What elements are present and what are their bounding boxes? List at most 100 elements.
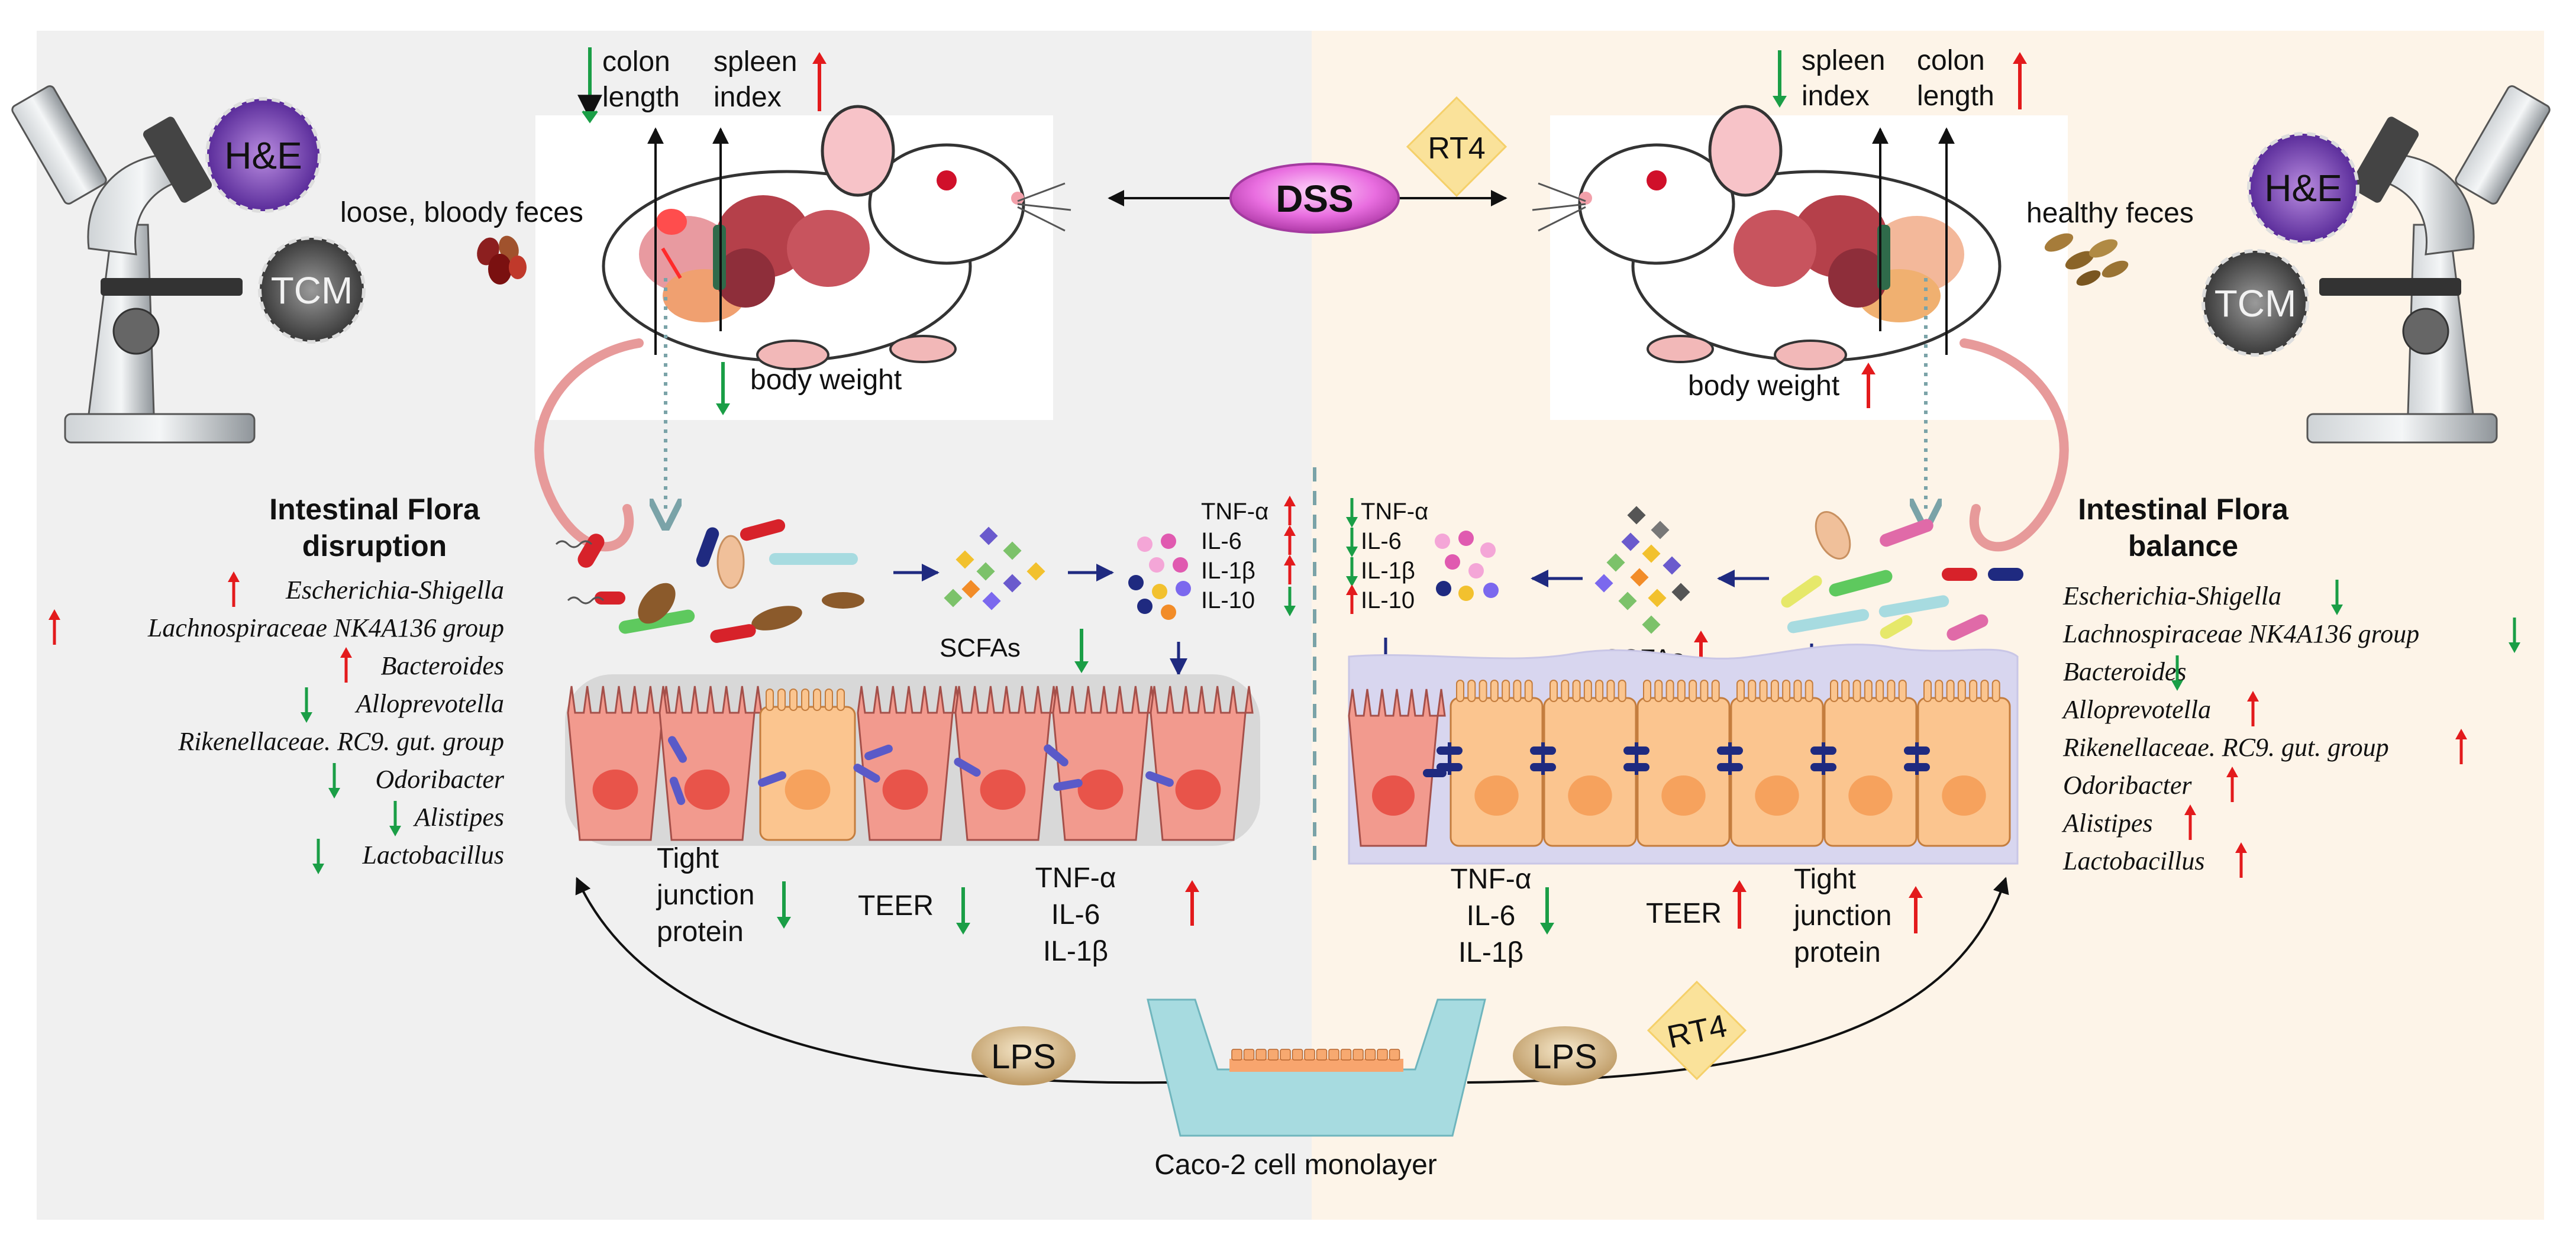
epithelial-cell-right: [1917, 680, 2011, 847]
cytokine-beads-right: [1435, 531, 1499, 601]
caco2-cell: [1243, 1049, 1255, 1061]
down-arrow-icon: [2171, 655, 2183, 691]
tcm-image-badge-left: TCM: [258, 236, 366, 344]
flora-item-right: Bacteroides: [2063, 657, 2187, 686]
cytokine-item-left: TNF-α: [1201, 499, 1268, 525]
lps-label-right: LPS: [1532, 1038, 1597, 1076]
down-arrow-icon: [1284, 587, 1296, 616]
up-arrow-icon: [228, 571, 240, 607]
he-label-left: H&E: [224, 134, 302, 177]
healthy-mouse-illustration: [1532, 105, 2069, 552]
flora-item-right: Rikenellaceae. RC9. gut. group: [2062, 733, 2389, 762]
flora-item-right: Alistipes: [2061, 809, 2153, 838]
tight-junction-icon: [669, 777, 686, 805]
up-arrow-icon: [1346, 584, 1358, 614]
flora-item-left: Rikenellaceae. RC9. gut. group: [177, 727, 504, 756]
down-arrow-icon: [312, 839, 324, 874]
epithelial-cell-right: [1636, 680, 1731, 847]
lps-chip-left: LPS: [971, 1026, 1076, 1085]
caco2-cell: [1280, 1049, 1291, 1061]
healthy-feces-icon: [2044, 233, 2129, 286]
cytokine-item-right: IL-1β: [1361, 558, 1415, 584]
tight-junction-icon: [853, 764, 880, 783]
cytokine-item-right: TNF-α: [1361, 499, 1428, 525]
teer-label-right: TEER: [1646, 898, 1722, 929]
caco2-transwell-icon: [1147, 998, 1486, 1137]
dss-pill: DSS: [1229, 163, 1400, 234]
microscope-left-icon: [11, 85, 256, 444]
caco2-cell: [1389, 1049, 1400, 1061]
flora-item-left: Escherichia-Shigella: [285, 576, 504, 605]
tight-junction-icon: [1044, 744, 1069, 767]
epithelial-cell-left: [759, 689, 856, 841]
epithelial-cell-right: [1730, 680, 1824, 847]
cytokine-item-left: IL-10: [1201, 587, 1255, 613]
caco2-cell: [1267, 1049, 1279, 1061]
scfa-label-left: SCFAs: [940, 634, 1021, 662]
tight-junction-icon: [668, 736, 687, 763]
caco2-cell: [1377, 1049, 1388, 1061]
body-weight-label-right: body weight: [1688, 370, 1839, 402]
up-arrow-icon: [2455, 729, 2467, 764]
caco2-cell: [1328, 1049, 1339, 1061]
cytokine-beads-left: [1128, 534, 1191, 620]
caco2-monolayer-label: Caco-2 cell monolayer: [1154, 1149, 1437, 1181]
he-stain-badge-left: H&E: [205, 97, 321, 213]
epithelial-cell-right: [1348, 689, 1446, 847]
cytokine-item-left: IL-6: [1201, 528, 1242, 554]
epithelial-cell-left: [567, 686, 671, 841]
tight-junction-icon: [758, 771, 786, 787]
caco2-cell: [1255, 1049, 1267, 1061]
rt4-treatment-badge-top: RT4: [1406, 96, 1507, 198]
microscope-right-icon: [2306, 85, 2551, 444]
caco2-cell: [1231, 1049, 1242, 1061]
flora-item-left: Bacteroides: [380, 651, 504, 680]
up-arrow-icon: [49, 609, 60, 645]
flora-item-right: Alloprevotella: [2061, 695, 2211, 724]
cytokine-item-right: IL-10: [1361, 587, 1415, 613]
cytokine-item-left: IL-1β: [1201, 558, 1255, 584]
cytokine-item-right: IL-6: [1361, 528, 1402, 554]
bacteria-cluster-right: [1781, 510, 2023, 641]
epithelial-cell-left: [1052, 686, 1156, 841]
flora-item-right: Lactobacillus: [2062, 846, 2205, 875]
up-arrow-icon: [2235, 842, 2247, 878]
up-arrow-icon: [1284, 555, 1296, 584]
flora-item-left: Alloprevotella: [354, 689, 504, 718]
healthy-feces-label: healthy feces: [2026, 198, 2194, 229]
down-arrow-icon: [328, 763, 340, 799]
tcm-image-badge-right: TCM: [2201, 249, 2309, 357]
he-stain-badge-right: H&E: [2247, 132, 2359, 244]
caco2-cell: [1316, 1049, 1328, 1061]
caco2-cell: [1340, 1049, 1352, 1061]
flora-item-right: Odoribacter: [2063, 771, 2192, 800]
rt4-label-top: RT4: [1428, 131, 1485, 166]
epithelial-cell-left: [954, 686, 1058, 841]
caco2-cell: [1364, 1049, 1376, 1061]
bacteria-cluster-left: [555, 519, 864, 643]
up-arrow-icon: [2247, 691, 2259, 726]
dss-label: DSS: [1276, 177, 1354, 220]
epithelial-cell-right: [1450, 680, 1544, 847]
dss-mouse-illustration: [534, 105, 1071, 552]
down-arrow-icon: [1346, 498, 1358, 528]
down-arrow-icon: [1346, 557, 1358, 587]
epithelial-cell-left: [1150, 686, 1254, 841]
caco2-cell: [1304, 1049, 1315, 1061]
rt4-treatment-badge-bottom: RT4: [1647, 980, 1747, 1081]
